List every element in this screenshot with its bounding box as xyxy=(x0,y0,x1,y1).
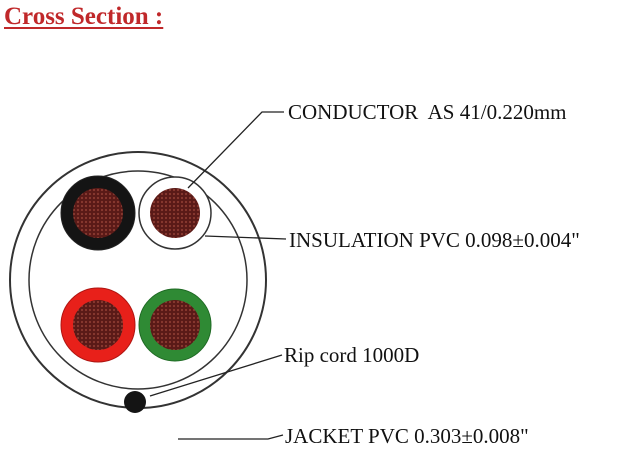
rip-cord-label: Rip cord 1000D xyxy=(284,343,419,367)
core-white-conductor xyxy=(150,188,200,238)
core-green-conductor xyxy=(150,300,200,350)
insulation-leader-line xyxy=(204,235,287,240)
jacket-label: JACKET PVC 0.303±0.008" xyxy=(285,424,529,448)
insulation-label: INSULATION PVC 0.098±0.004" xyxy=(289,228,580,252)
section-heading: Cross Section : xyxy=(4,3,164,30)
rip-cord xyxy=(124,391,146,413)
conductor-leader-line xyxy=(187,111,284,189)
conductor-label: CONDUCTOR AS 41/0.220mm xyxy=(288,100,567,124)
jacket-leader-line xyxy=(178,434,284,440)
core-black-conductor xyxy=(73,188,123,238)
core-red-conductor xyxy=(73,300,123,350)
rip-cord-leader-line xyxy=(149,354,283,397)
